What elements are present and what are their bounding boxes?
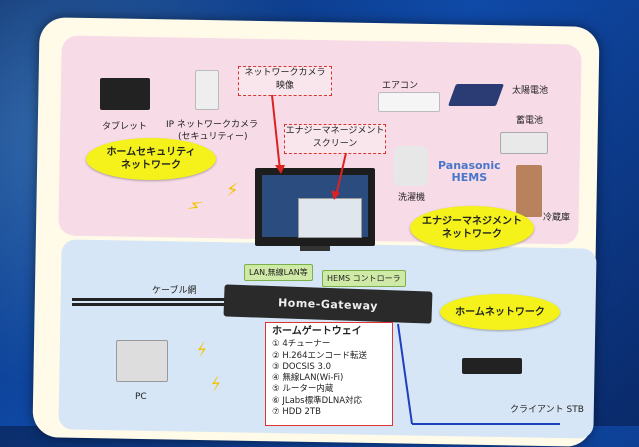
lan-tag: LAN,無線LAN等 [244, 264, 313, 281]
home-network-text: ホームネットワーク [455, 306, 545, 318]
battery-icon [500, 132, 548, 154]
energy-screen-panel [298, 198, 362, 238]
battery-label: 蓄電池 [516, 116, 544, 126]
aircon-label: エアコン [382, 81, 419, 91]
net-camera-video-line1: ネットワークカメラ [244, 68, 326, 78]
fridge-icon [516, 165, 542, 217]
panasonic-logo: Panasonic HEMS [438, 160, 501, 184]
tv-stand [300, 246, 330, 251]
spec-title: ホームゲートウェイ [272, 326, 362, 337]
hems-controller-tag: HEMS コントローラ [322, 270, 406, 287]
aircon-icon [378, 92, 440, 112]
solar-label: 太陽電池 [512, 86, 549, 96]
net-camera-video-box: ネットワークカメラ 映像 [238, 66, 332, 96]
panasonic-text: Panasonic [438, 159, 501, 172]
hems-text: HEMS [451, 171, 488, 184]
gateway-spec-box: ホームゲートウェイ ① 4チューナー ② H.264エンコード転送 ③ DOCS… [265, 322, 393, 426]
ip-camera-label: IP ネットワークカメラ [166, 120, 258, 130]
home-network-badge: ホームネットワーク [440, 294, 560, 330]
spec-item: ② H.264エンコード転送 [272, 350, 367, 361]
stb-icon [462, 358, 522, 374]
energy-screen-box: エナジーマネージメント スクリーン [284, 124, 386, 154]
cable-line-lower [72, 303, 232, 306]
energy-mgmt-line1: エナジーマネジメント [422, 216, 522, 227]
washer-label: 洗濯機 [398, 193, 426, 203]
spec-item: ⑤ ルーター内蔵 [272, 384, 334, 395]
cable-line [72, 298, 232, 301]
ip-camera-sublabel: (セキュリティー) [178, 132, 248, 142]
tablet-icon [100, 78, 150, 110]
net-camera-video-line2: 映像 [275, 81, 294, 91]
tablet-label: タブレット [102, 122, 148, 132]
diagram-arrows [271, 94, 560, 425]
energy-mgmt-badge: エナジーマネジメント ネットワーク [410, 206, 534, 250]
camera-icon [195, 70, 219, 110]
energy-screen-line1: エナジーマネージメント [285, 126, 385, 136]
pc-icon [116, 340, 168, 382]
wireless-bolt-icon: ⚡ [226, 180, 239, 201]
spec-item: ⑦ HDD 2TB [272, 407, 321, 418]
home-security-badge: ホームセキュリティ ネットワーク [86, 138, 216, 180]
energy-screen-line2: スクリーン [312, 139, 358, 149]
spec-item: ③ DOCSIS 3.0 [272, 361, 332, 372]
home-security-line1: ホームセキュリティ [106, 147, 196, 158]
spec-item: ⑥ JLabs標準DLNA対応 [272, 395, 363, 406]
home-security-line2: ネットワーク [120, 160, 181, 171]
washer-icon [394, 146, 428, 186]
cable-network-label: ケーブル網 [152, 286, 197, 296]
pc-label: PC [135, 392, 147, 402]
fridge-label: 冷蔵庫 [543, 213, 571, 223]
spec-item: ④ 無線LAN(Wi-Fi) [272, 373, 344, 384]
energy-mgmt-line2: ネットワーク [442, 229, 502, 240]
spec-item: ① 4チューナー [272, 339, 331, 350]
client-stb-label: クライアント STB [510, 405, 584, 415]
